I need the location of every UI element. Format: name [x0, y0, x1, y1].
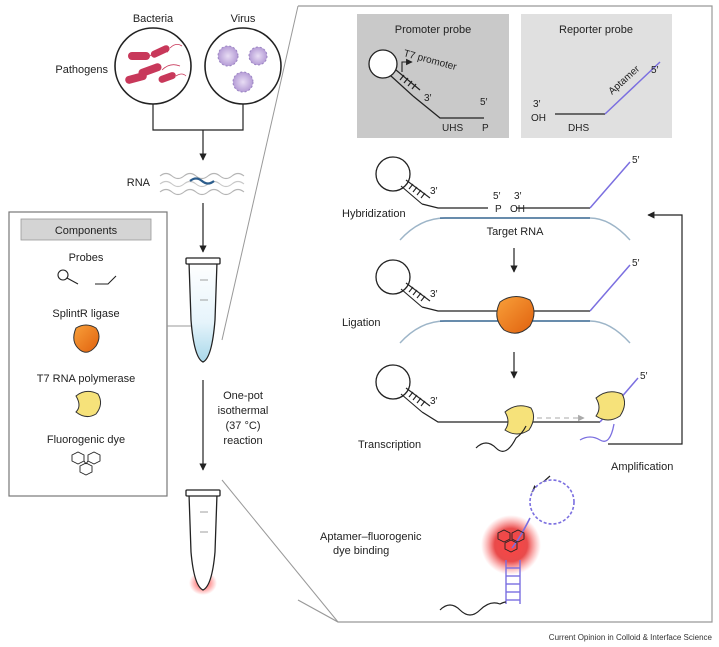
promoter-5prime: 5′	[480, 97, 488, 108]
virus-circle	[204, 27, 282, 105]
transcription-step: 3′ 5′ Transcription	[358, 364, 648, 452]
bacteria-group: Bacteria	[114, 13, 192, 105]
dye-label: Fluorogenic dye	[47, 434, 125, 446]
binding-label-2: dye binding	[333, 545, 389, 557]
promoter-p: P	[482, 123, 489, 134]
polymerase-icon	[75, 390, 102, 418]
zoom-line-bottom	[221, 479, 339, 623]
reaction-text: One-pot isothermal (37 °C) reaction	[218, 390, 269, 447]
probes-icon	[57, 269, 117, 285]
virus-group: Virus	[204, 13, 282, 105]
hybridization-step: 3′ 5′ P 3′ OH 5′ Hybridization Target RN…	[342, 155, 640, 241]
reporter-probe-panel: Reporter probe 3′ OH Aptamer 5′ DHS	[521, 14, 672, 138]
hybridization-label: Hybridization	[342, 208, 406, 220]
reporter-3prime: 3′	[533, 99, 541, 110]
binding-label-1: Aptamer–fluorogenic	[320, 531, 422, 543]
hyb-5prime-end: 5′	[632, 155, 640, 166]
promoter-3prime: 3′	[424, 93, 432, 104]
t7-arrow-icon	[401, 58, 413, 72]
ligase-bound-icon	[496, 296, 535, 334]
ligation-step: 3′ 5′ Ligation	[342, 258, 640, 344]
reporter-dhs: DHS	[568, 123, 589, 134]
virus-particles-icon	[217, 45, 268, 93]
hyb-3prime-a: 3′	[430, 186, 438, 197]
transcription-label: Transcription	[358, 439, 421, 451]
ligation-label: Ligation	[342, 317, 381, 329]
dye-glow	[481, 515, 541, 575]
promoter-uhs: UHS	[442, 123, 463, 134]
reporter-probe-title: Reporter probe	[559, 24, 633, 36]
tx-3prime: 3′	[430, 396, 438, 407]
virus-label: Virus	[231, 13, 256, 25]
glowing-tube-icon	[185, 489, 221, 595]
promoter-probe-title: Promoter probe	[395, 24, 471, 36]
reaction-tube-icon	[185, 257, 221, 363]
aptamer-dye-complex	[439, 479, 575, 616]
transcript-rna-2	[579, 423, 615, 442]
footer-credit: Current Opinion in Colloid & Interface S…	[549, 633, 713, 642]
polymerase-moving-icon	[504, 405, 535, 435]
reporter-oh: OH	[531, 113, 546, 124]
components-title: Components	[55, 225, 118, 237]
bacteria-cells-icon	[125, 44, 187, 84]
rna-strands-icon	[159, 172, 245, 196]
reaction-line-2: isothermal	[218, 405, 269, 417]
probes-label: Probes	[69, 252, 104, 264]
reporter-5prime: 5′	[651, 65, 659, 76]
zoom-line-top	[221, 5, 299, 341]
hyb-oh: OH	[510, 204, 525, 215]
ligase-icon	[73, 324, 100, 353]
reaction-line-3: (37 °C)	[226, 420, 261, 432]
right-panel-frame	[297, 5, 713, 623]
hyb-5prime: 5′	[493, 191, 501, 202]
bound-dye-molecule-icon	[497, 529, 525, 553]
pathogens-label: Pathogens	[55, 64, 108, 76]
tx-5prime: 5′	[640, 371, 648, 382]
amplification-loop-arrow	[608, 211, 683, 445]
target-rna-label: Target RNA	[487, 226, 545, 238]
promoter-probe-panel: Promoter probe T7 promoter 3′ 5′ P UHS	[357, 14, 509, 138]
pathogens-to-rna-arrow	[152, 104, 244, 160]
bacteria-label: Bacteria	[133, 13, 174, 25]
transcript-rna-1	[475, 425, 527, 452]
components-panel: Components Probes SplintR ligase T7 RNA …	[8, 211, 168, 497]
hyb-p: P	[495, 204, 502, 215]
ligase-label: SplintR ligase	[52, 308, 119, 320]
lig-5prime: 5′	[632, 258, 640, 269]
reaction-line-1: One-pot	[223, 390, 263, 402]
dye-molecule-icon	[71, 451, 101, 476]
reaction-line-4: reaction	[223, 435, 262, 447]
hyb-3prime-b: 3′	[514, 191, 522, 202]
lig-3prime: 3′	[430, 289, 438, 300]
amplification-label: Amplification	[611, 461, 673, 473]
polymerase-label: T7 RNA polymerase	[37, 373, 135, 385]
rna-label: RNA	[127, 177, 151, 189]
polymerase-end-icon	[595, 391, 626, 421]
